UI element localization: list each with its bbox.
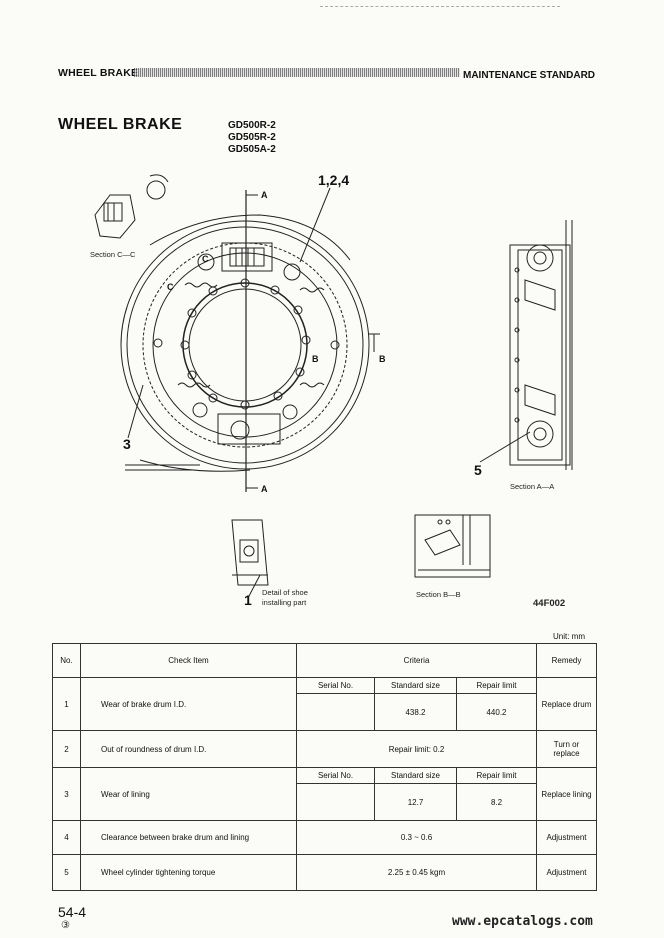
section-mark-c-lower: C — [202, 254, 209, 264]
section-mark-a-bottom: A — [261, 484, 268, 494]
header-criteria: Criteria — [296, 643, 537, 678]
shoe-detail-drawing — [231, 519, 269, 586]
callout-1: 1 — [244, 592, 252, 608]
page-number: 54-4 — [58, 904, 87, 920]
label-detail-line2: installing part — [262, 598, 307, 607]
table-row-values: 438.2 440.2 — [53, 693, 597, 731]
model-item: GD505R-2 — [228, 132, 276, 143]
watermark: www.epcatalogs.com — [452, 914, 593, 929]
table-row: 4 Clearance between brake drum and linin… — [52, 820, 597, 855]
hub-bolt-holes — [153, 278, 340, 410]
label-section-aa: Section A—A — [510, 482, 555, 491]
unit-label: Unit: mm — [553, 632, 585, 641]
section-bb-drawing — [414, 514, 491, 578]
table-row: 1 Wear of brake drum I.D. Serial No. Sta… — [52, 677, 597, 731]
section-mark-c-upper: C — [167, 282, 174, 292]
header-rule-bar — [134, 68, 460, 77]
table-header-row: No. Check Item Criteria Remedy — [52, 643, 597, 678]
figure-code: 44F002 — [533, 598, 566, 609]
label-section-bb: Section B—B — [416, 590, 461, 599]
revision-mark: ③ — [61, 920, 70, 931]
page-title: WHEEL BRAKE — [58, 116, 183, 133]
wheel-cylinder-bottom — [192, 402, 298, 445]
header-section-name: WHEEL BRAKE — [58, 67, 139, 79]
table-row: 5 Wheel cylinder tightening torque 2.25 … — [52, 854, 597, 891]
section-aa-drawing — [509, 220, 573, 470]
callout-124: 1,2,4 — [318, 172, 350, 188]
label-section-cc: Section C—C — [90, 250, 136, 259]
header-check-item: Check Item — [80, 643, 297, 678]
section-mark-a-top: A — [261, 190, 268, 200]
callout-5: 5 — [474, 462, 482, 478]
section-line-b — [368, 333, 380, 352]
return-springs — [177, 282, 325, 388]
header-remedy: Remedy — [536, 643, 597, 678]
table-row-values: 12.7 8.2 — [53, 783, 597, 821]
leader-5 — [479, 431, 531, 463]
label-detail-line1: Detail of shoe — [262, 588, 308, 597]
section-cc-drawing — [94, 174, 169, 239]
header-no: No. — [52, 643, 81, 678]
table-row: 2 Out of roundness of drum I.D. Repair l… — [52, 730, 597, 768]
model-item: GD500R-2 — [228, 120, 276, 131]
model-item: GD505A-2 — [228, 144, 276, 155]
section-mark-b-right: B — [379, 354, 386, 364]
model-list: GD500R-2 GD505R-2 GD505A-2 — [228, 120, 276, 156]
wheel-cylinder-top — [197, 242, 301, 281]
table-row: 3 Wear of lining Serial No. Standard siz… — [52, 767, 597, 821]
callout-3: 3 — [123, 436, 131, 452]
header-doc-type: MAINTENANCE STANDARD — [463, 70, 596, 81]
leader-3 — [127, 384, 144, 439]
leader-124 — [299, 187, 331, 263]
section-line-a — [245, 190, 258, 492]
maintenance-standard-table: No. Check Item Criteria Remedy 1 Wear of… — [52, 643, 597, 891]
top-scan-line — [320, 6, 560, 7]
leader-1 — [247, 574, 261, 599]
section-mark-b-left: B — [312, 354, 319, 364]
